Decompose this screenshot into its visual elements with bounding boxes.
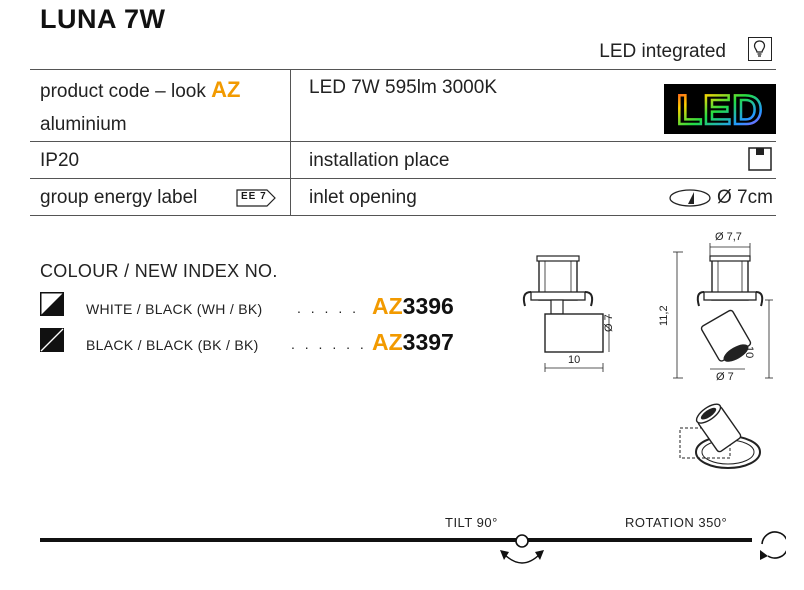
variant-dots: . . . . . (297, 300, 360, 316)
product-code-label: product code – look (40, 81, 206, 102)
energy-label-label: group energy label (40, 187, 198, 208)
product-code-prefix: AZ (211, 77, 241, 102)
installation-place-label: installation place (309, 150, 450, 171)
dimension-side-diameter: Ø 7 (603, 314, 615, 332)
variant-dots: . . . . . . (291, 336, 367, 352)
variant-index-number: 3396 (402, 293, 454, 319)
variant-name: BLACK / BLACK (BK / BK) (86, 337, 259, 353)
black-black-swatch (40, 328, 64, 352)
bulb-icon (748, 37, 772, 61)
front-view-drawing: Ø 7,7 11,2 10 Ø 7 (655, 228, 775, 388)
white-black-swatch (40, 292, 64, 316)
table-border-bottom (30, 215, 776, 216)
variant-index-prefix: AZ (372, 293, 403, 319)
rotation-arrow-icon (746, 524, 789, 562)
table-border-top (30, 69, 776, 70)
variant-index: AZ3396 (372, 293, 454, 320)
dimension-front-diameter: Ø 7 (716, 371, 734, 383)
tilt-arrow-icon (494, 528, 552, 568)
variant-index-number: 3397 (402, 329, 454, 355)
inlet-opening-value: Ø 7cm (717, 187, 773, 208)
light-source-spec: LED 7W 595lm 3000K (309, 77, 497, 98)
table-divider (30, 178, 776, 179)
energy-label-badge: EE 7 (241, 191, 267, 202)
rotation-label: ROTATION 350° (625, 515, 728, 530)
table-column-divider (290, 69, 291, 215)
dimension-front-height: 10 (743, 346, 755, 359)
installation-place-icon (748, 147, 772, 171)
inlet-opening-icon (668, 188, 712, 208)
led-logo-text: LED (677, 86, 764, 133)
perspective-drawing (672, 402, 772, 474)
inlet-opening-label: inlet opening (309, 187, 417, 208)
table-divider (30, 141, 776, 142)
variant-index-prefix: AZ (372, 329, 403, 355)
led-logo: LED (664, 84, 776, 134)
led-integrated-label: LED integrated (599, 41, 726, 62)
motion-baseline (40, 538, 752, 542)
dimension-top-diameter: Ø 7,7 (715, 231, 742, 243)
ip-rating: IP20 (40, 150, 80, 171)
variant-name: WHITE / BLACK (WH / BK) (86, 301, 263, 317)
dimension-side-width: 10 (568, 354, 581, 366)
variant-index: AZ3397 (372, 329, 454, 356)
energy-label-icon: EE 7 (236, 189, 276, 207)
colour-heading: COLOUR / NEW INDEX NO. (40, 261, 278, 281)
side-view-drawing: 10 Ø 7 (515, 252, 625, 377)
product-code-cell: product code – look AZ (40, 77, 240, 103)
dimension-total-height: 11,2 (658, 305, 670, 326)
product-title: LUNA 7W (40, 4, 166, 34)
tilt-label: TILT 90° (445, 515, 498, 530)
material-spec: aluminium (40, 114, 127, 135)
